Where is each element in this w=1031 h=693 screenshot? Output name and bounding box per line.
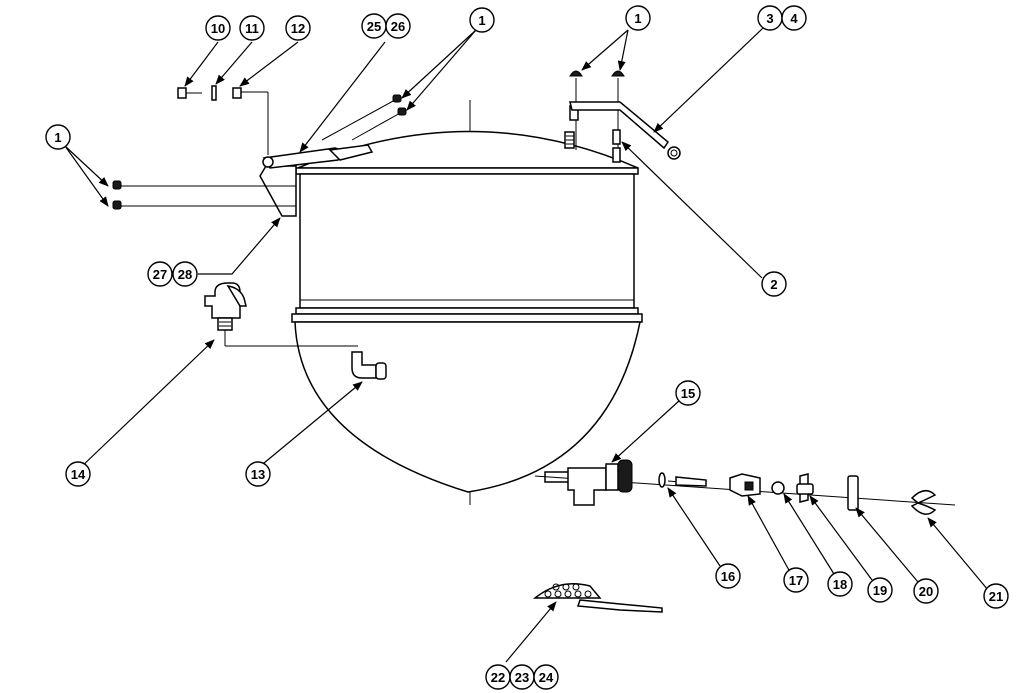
callout-3: 3: [757, 5, 783, 31]
callout-10: 10: [205, 15, 231, 41]
svg-text:15: 15: [681, 386, 695, 401]
kettle-body: [291, 130, 643, 493]
pivot-rod-assembly: [564, 70, 681, 163]
svg-text:14: 14: [71, 467, 86, 482]
hinge-bracket: [120, 91, 403, 217]
nuts-left: [112, 180, 122, 210]
callout-16: 16: [715, 563, 741, 589]
svg-text:28: 28: [178, 267, 192, 282]
callout-24: 24: [533, 664, 559, 690]
callout-14: 14: [65, 461, 91, 487]
svg-text:4: 4: [790, 11, 798, 26]
callout-4: 4: [781, 5, 807, 31]
svg-text:24: 24: [539, 670, 554, 685]
callout-1-left: 1: [45, 124, 71, 150]
callout-12: 12: [285, 15, 311, 41]
callout-28: 28: [172, 261, 198, 287]
callout-17: 17: [783, 567, 809, 593]
svg-text:12: 12: [291, 21, 305, 36]
callout-18: 18: [827, 571, 853, 597]
svg-text:1: 1: [634, 11, 641, 26]
svg-text:25: 25: [367, 19, 381, 34]
callout-15: 15: [675, 380, 701, 406]
svg-text:3: 3: [766, 11, 773, 26]
elbow-fitting: [351, 351, 387, 380]
svg-text:21: 21: [989, 589, 1003, 604]
drain-valve-assembly: [534, 459, 956, 515]
svg-text:18: 18: [833, 577, 847, 592]
callout-25: 25: [361, 13, 387, 39]
svg-text:1: 1: [54, 130, 61, 145]
strainer-paddle: [532, 583, 663, 613]
svg-text:13: 13: [251, 467, 265, 482]
draw-valve: [204, 282, 358, 347]
svg-text:20: 20: [919, 584, 933, 599]
svg-text:27: 27: [153, 267, 167, 282]
svg-text:23: 23: [515, 670, 529, 685]
svg-text:17: 17: [789, 573, 803, 588]
callout-2: 2: [761, 271, 787, 297]
callout-26: 26: [385, 13, 411, 39]
svg-text:16: 16: [721, 569, 735, 584]
svg-text:19: 19: [873, 583, 887, 598]
callout-19: 19: [867, 577, 893, 603]
callout-22: 22: [485, 664, 511, 690]
bolt-washer-nut: [177, 85, 242, 101]
svg-text:2: 2: [770, 277, 777, 292]
nuts-lid: [392, 94, 407, 116]
callout-27: 27: [147, 261, 173, 287]
svg-text:1: 1: [478, 13, 485, 28]
callout-23: 23: [509, 664, 535, 690]
callout-1-lid: 1: [469, 7, 495, 33]
svg-text:26: 26: [391, 19, 405, 34]
callout-11: 11: [239, 15, 265, 41]
svg-text:22: 22: [491, 670, 505, 685]
callout-20: 20: [913, 578, 939, 604]
callout-13: 13: [245, 461, 271, 487]
callout-1-pivot: 1: [625, 5, 651, 31]
leader-lines: [64, 27, 989, 663]
svg-text:10: 10: [211, 21, 225, 36]
svg-text:11: 11: [245, 21, 259, 36]
callout-21: 21: [983, 583, 1009, 609]
